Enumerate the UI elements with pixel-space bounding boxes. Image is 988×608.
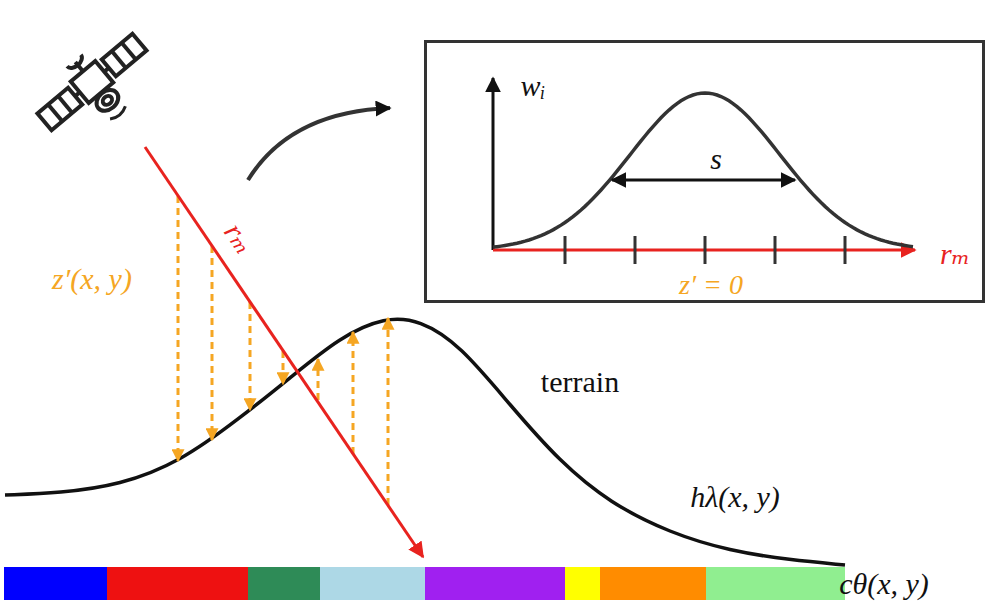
axis-label: z′ = 0 [679,270,743,301]
height-arrow [352,332,355,454]
tick [564,236,567,264]
inset-panel: wᵢ s rₘ z′ = 0 [424,40,985,303]
field-label-box: cθ(x, y) [839,567,929,600]
height-label-box: z′(x, y) [52,262,132,295]
panel-grid [112,51,126,68]
antenna-dish [67,55,85,71]
color-segment [107,567,248,600]
y-axis [492,78,495,250]
color-segment [600,567,706,600]
axis-label: rₘ [940,237,970,270]
panel-arm [104,68,109,72]
color-segment [565,567,600,600]
ray-line [145,147,423,557]
height-arrow [387,318,390,505]
height-arrow [177,196,180,461]
height-arrow [211,246,214,440]
inset-plot [493,78,915,264]
terrain-label: terrain [541,365,619,398]
panel-grid [58,96,72,113]
width-label: s [710,142,722,175]
solar-panel [37,88,82,131]
function-label-box: hλ(x, y) [690,480,780,513]
ray-label: rₘ [218,216,262,259]
panel-grid [122,43,136,60]
color-segment [248,567,320,600]
tick [844,236,847,264]
terrain-label-box: terrain [541,365,619,398]
weight-curve [493,93,913,247]
solar-panel [102,34,147,77]
color-bar [4,567,845,600]
sensor-dish [92,86,122,115]
ray-label-box: rₘ [218,216,262,259]
field-label: cθ(x, y) [839,567,929,600]
color-segment [4,567,107,600]
color-bar: cθ(x, y) [4,567,845,600]
satellite-icon [27,21,168,155]
width-label-box: s [710,142,722,175]
height-arrow [317,359,320,400]
panel-grid [48,104,62,121]
color-segment [425,567,565,600]
tick [634,236,637,264]
axis-label-box: rₘ [940,237,970,270]
pointer-arrow [248,108,390,180]
height-arrow [249,302,252,410]
axis-label: wᵢ [521,69,546,102]
height-label: z′(x, y) [52,262,132,295]
axis-label-box: wᵢ [521,69,546,102]
axis-label-box: z′ = 0 [679,270,743,301]
bell-layer [493,93,913,247]
height-arrow [282,351,285,384]
signal-wave [110,106,127,121]
terrain-curve [5,319,845,565]
color-segment [320,567,425,600]
tick [774,236,777,264]
color-segment [706,567,845,600]
function-label: hλ(x, y) [690,480,780,513]
sensor-lens [101,94,114,107]
terrain-layer [5,319,845,565]
width-arrow [612,179,795,182]
tick [704,236,707,264]
panel-arm [75,92,80,96]
